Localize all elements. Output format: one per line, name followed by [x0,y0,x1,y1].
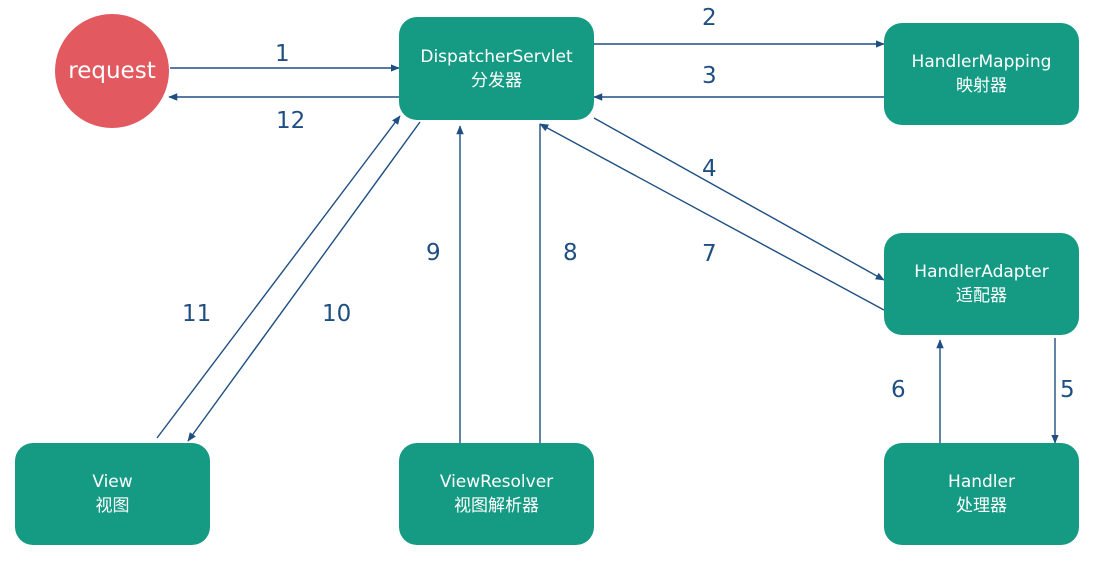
step-1-label: 1 [275,41,290,67]
step-2-label: 2 [702,5,717,31]
view-resolver-title: ViewResolver [439,472,554,492]
request-node: request [55,14,169,128]
handler-subtitle: 处理器 [956,496,1007,516]
step-5-label: 5 [1060,377,1075,403]
request-label: request [68,58,156,84]
handler-title: Handler [948,472,1015,492]
arrow-10-dispatcher-to-view [187,121,421,442]
step-12-label: 12 [276,108,306,134]
handler-mapping-subtitle: 映射器 [956,76,1007,96]
dispatcher-servlet-node: DispatcherServlet 分发器 [399,17,594,120]
arrow-4-dispatcher-to-adapter [593,117,885,281]
view-title: View [92,472,133,492]
step-8-label: 8 [563,240,578,266]
view-node: View 视图 [15,443,210,545]
handler-node: Handler 处理器 [884,443,1079,545]
step-9-label: 9 [426,240,441,266]
handler-adapter-title: HandlerAdapter [914,262,1049,282]
dispatcher-servlet-subtitle: 分发器 [471,70,522,91]
arrow-7-adapter-to-dispatcher [539,123,885,311]
step-4-label: 4 [702,156,717,182]
step-11-label: 11 [182,301,212,327]
step-10-label: 10 [322,301,352,327]
view-resolver-subtitle: 视图解析器 [454,496,539,516]
view-subtitle: 视图 [95,496,130,516]
step-3-label: 3 [702,63,717,89]
handler-mapping-node: HandlerMapping 映射器 [884,23,1079,125]
step-6-label: 6 [891,377,906,403]
handler-adapter-node: HandlerAdapter 适配器 [884,233,1079,335]
handler-adapter-subtitle: 适配器 [956,286,1007,306]
arrow-11-view-to-dispatcher [156,115,401,439]
step-7-label: 7 [702,241,717,267]
view-resolver-node: ViewResolver 视图解析器 [399,443,594,545]
dispatcher-servlet-title: DispatcherServlet [420,46,573,67]
handler-mapping-title: HandlerMapping [911,52,1052,72]
